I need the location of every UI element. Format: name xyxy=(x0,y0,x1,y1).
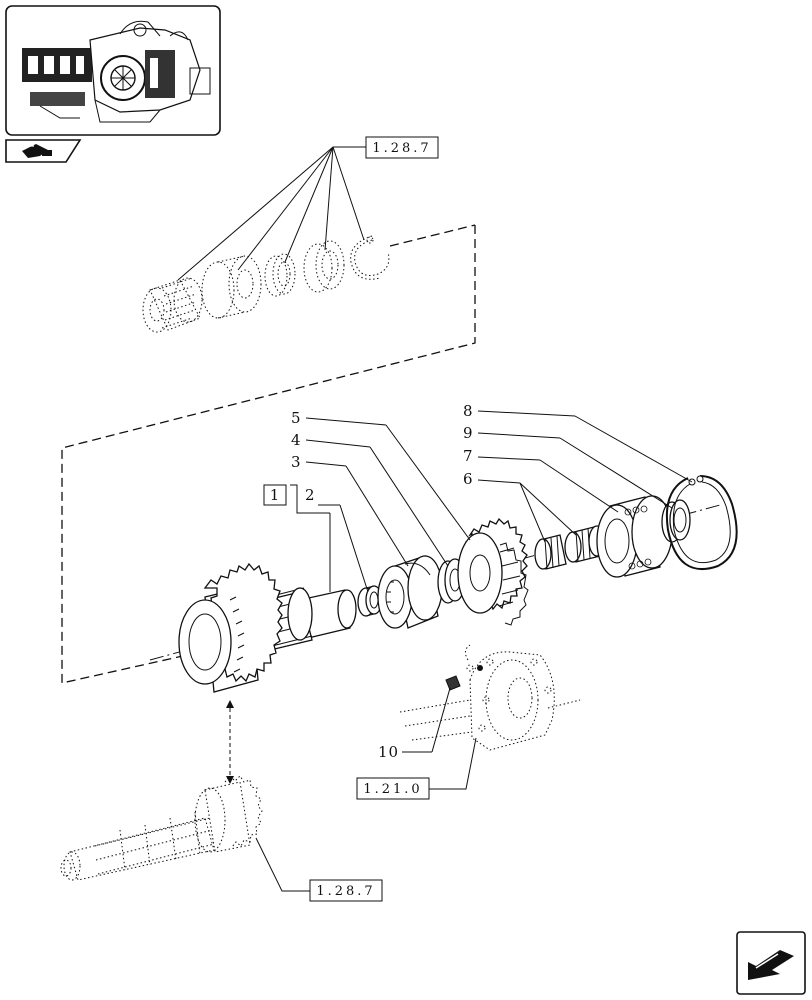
ref-bottom-label: 1.28.7 xyxy=(316,884,375,899)
top-subassembly xyxy=(142,235,390,333)
needle-cage-part-6 xyxy=(534,525,606,570)
ref-housing-label: 1.21.0 xyxy=(363,782,422,797)
ref-box-top[interactable]: 1.28.7 xyxy=(365,136,439,159)
circlip-part xyxy=(350,235,390,280)
subassembly-dashed-top xyxy=(389,224,476,247)
ref-box-housing[interactable]: 1.21.0 xyxy=(356,777,430,800)
tractor-icon xyxy=(22,144,52,158)
housing-part xyxy=(399,644,581,751)
double-gear-part xyxy=(457,517,529,626)
ref-box-bottom[interactable]: 1.28.7 xyxy=(309,879,383,902)
dowel-pin-part xyxy=(445,665,483,691)
svg-text:2: 2 xyxy=(305,486,316,504)
ref-housing-leader xyxy=(429,737,477,790)
callout-1[interactable]: 1 xyxy=(263,484,287,506)
callout-9[interactable]: 9 xyxy=(463,424,474,442)
next-page-arrow-icon xyxy=(748,950,794,980)
callout-leaders xyxy=(297,410,693,753)
overview-thumbnail[interactable] xyxy=(5,5,221,136)
subassembly-dashed-outline xyxy=(61,225,476,684)
input-shaft-part xyxy=(60,775,263,881)
roller-bearing-part xyxy=(596,495,673,578)
callout-7[interactable]: 7 xyxy=(463,447,474,465)
tractor-transmission-overview xyxy=(22,20,211,123)
svg-text:1: 1 xyxy=(270,486,281,504)
big-gear-teeth xyxy=(178,562,283,685)
nav-icon-button[interactable] xyxy=(5,139,82,163)
callout-10[interactable]: 10 xyxy=(378,743,399,761)
alignment-arrow xyxy=(226,700,234,784)
bearing-part xyxy=(201,255,262,319)
snap-ring-part xyxy=(665,475,738,571)
ref-top-label: 1.28.7 xyxy=(372,141,431,156)
coupling-sleeve-part xyxy=(377,555,443,629)
gear-shaft-part xyxy=(178,562,357,693)
callout-2[interactable]: 2 xyxy=(290,484,316,514)
washer-part xyxy=(264,253,296,297)
callout-3[interactable]: 3 xyxy=(291,453,302,471)
splined-sleeve-part xyxy=(142,277,203,333)
callout-5[interactable]: 5 xyxy=(291,409,302,427)
callout-6[interactable]: 6 xyxy=(463,470,474,488)
ref-bottom-leader xyxy=(255,837,310,892)
next-page-button[interactable] xyxy=(736,931,806,995)
callout-4[interactable]: 4 xyxy=(291,431,302,449)
callout-8[interactable]: 8 xyxy=(463,402,474,420)
needle-cage-part xyxy=(303,240,345,293)
ref-top-leaders xyxy=(177,146,366,281)
